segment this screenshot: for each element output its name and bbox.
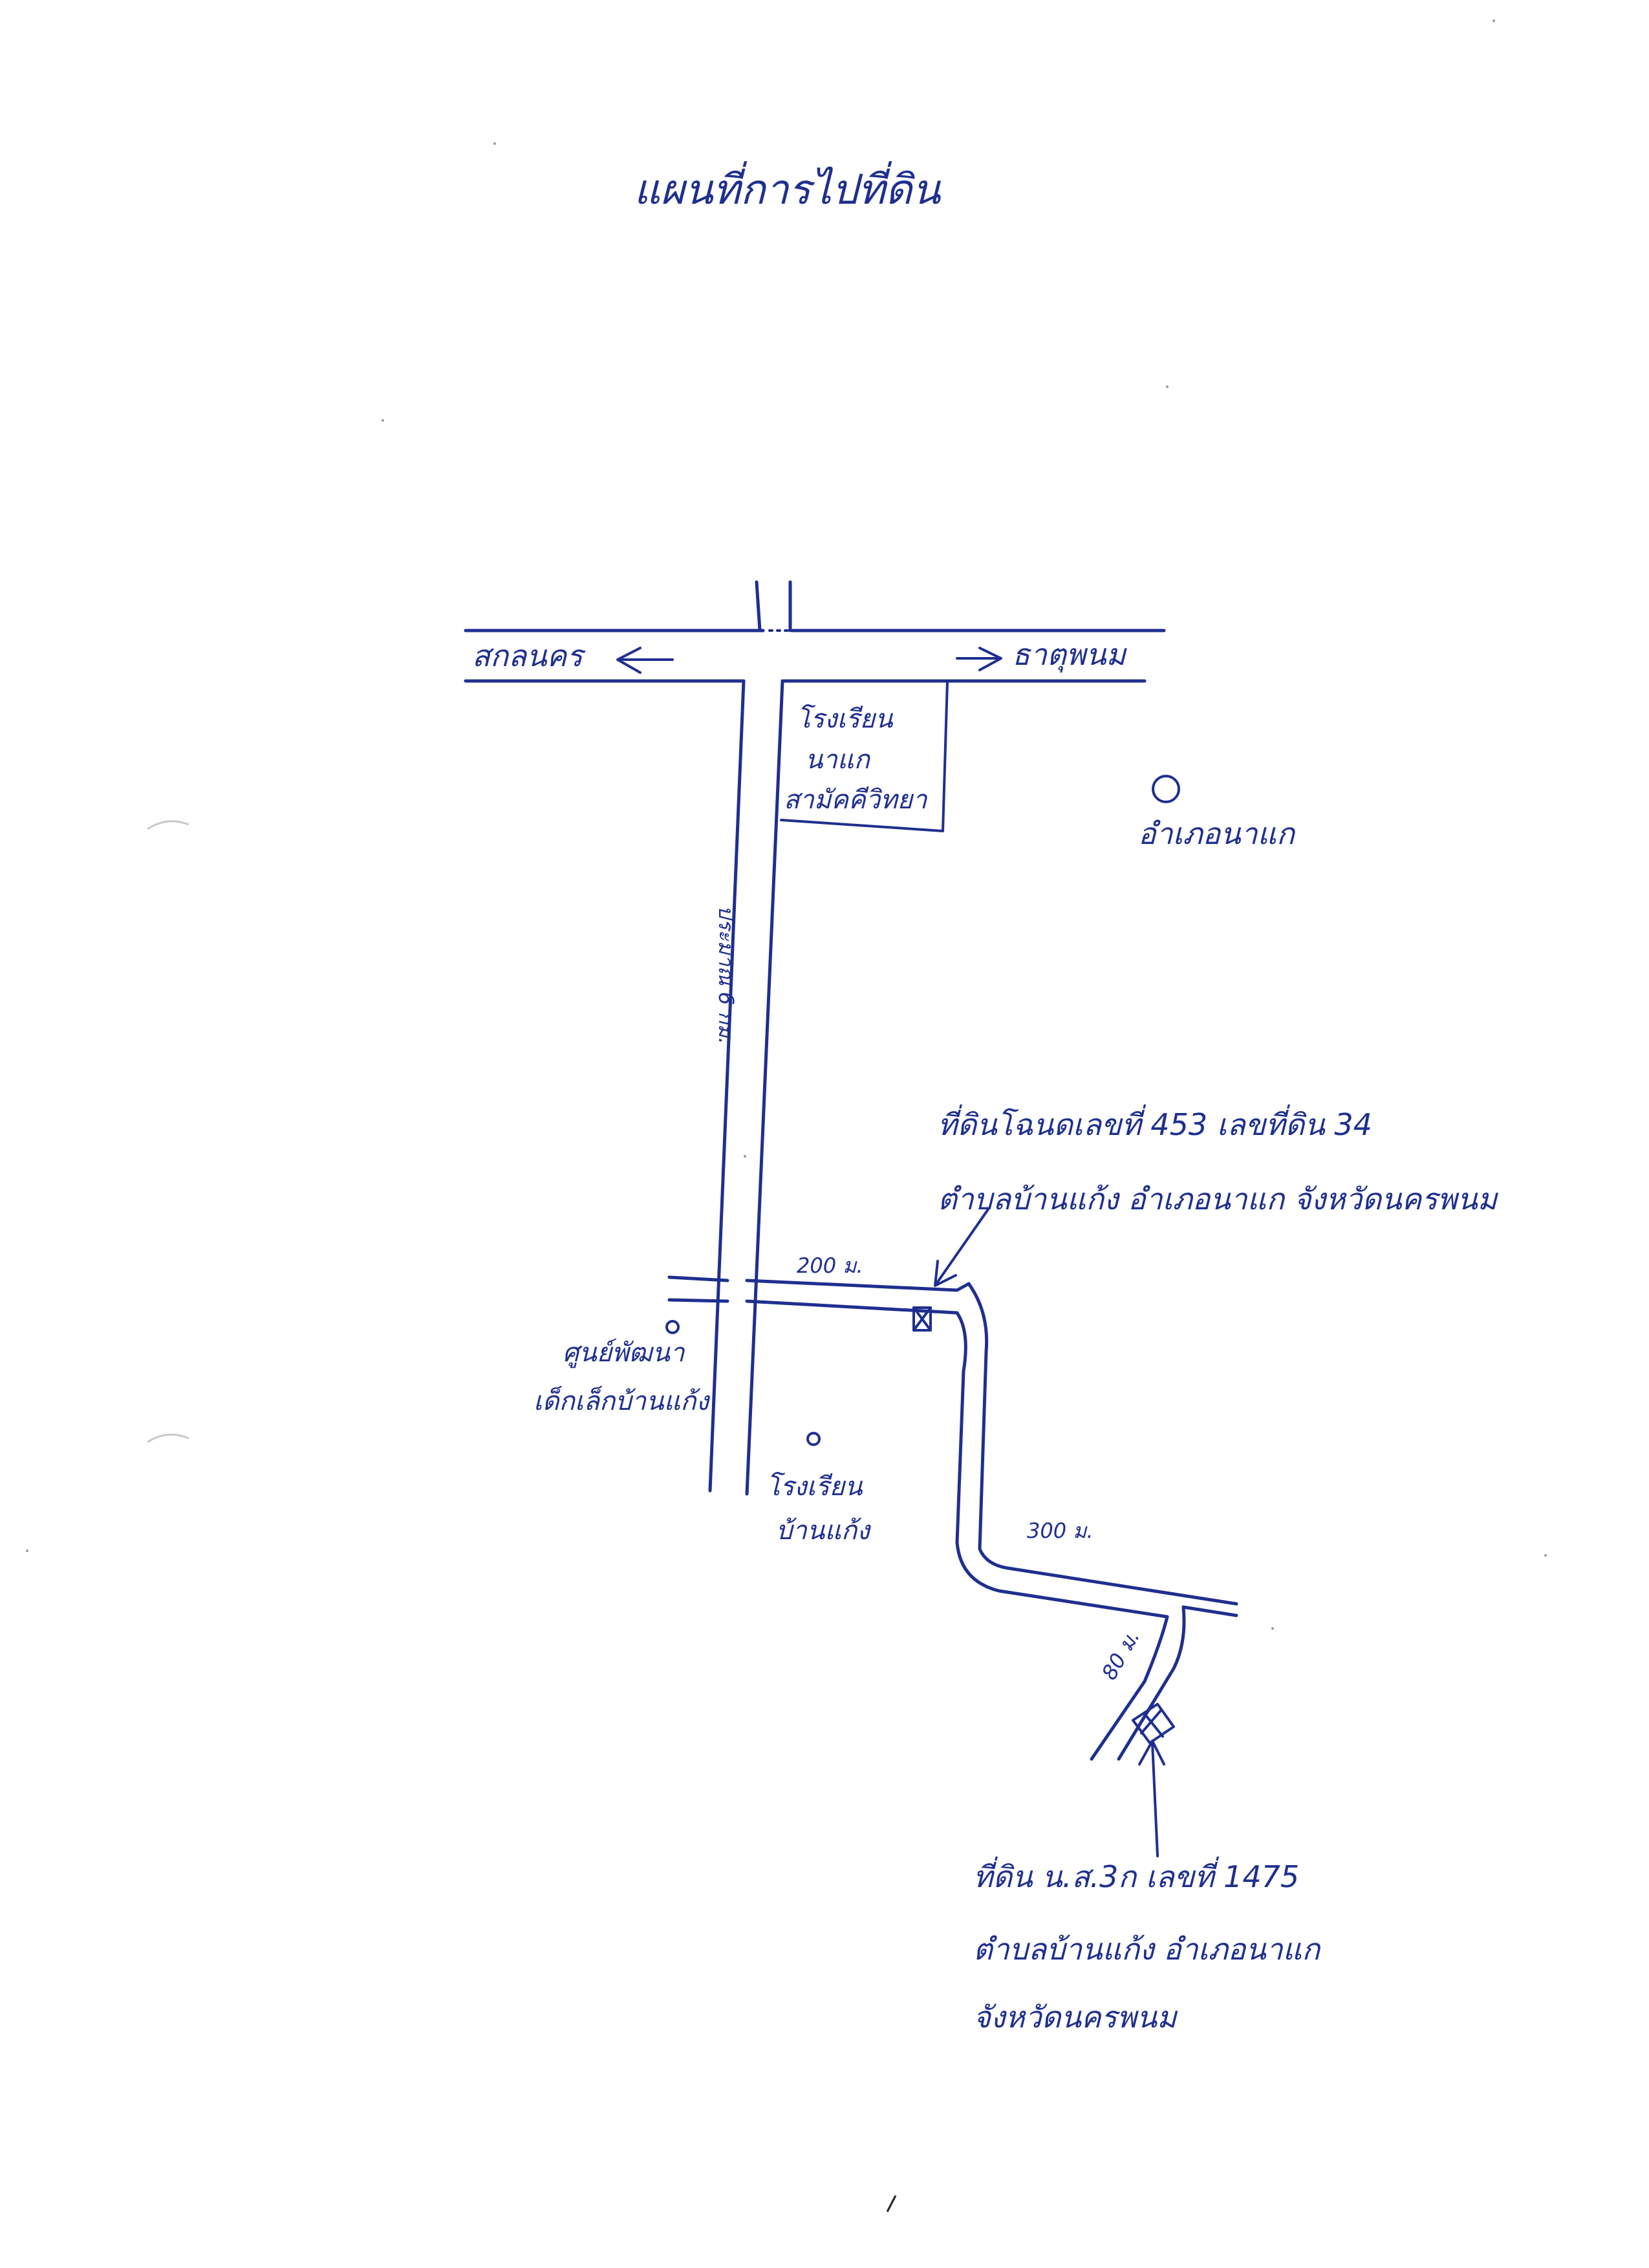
right-direction-label: ธาตุพนม xyxy=(1012,637,1128,673)
child-center-label-1: ศูนย์พัฒนา xyxy=(563,1338,685,1368)
side-road-top-edge xyxy=(745,1279,971,1292)
arrow-right-icon xyxy=(956,647,1002,671)
left-direction-label: สกลนคร xyxy=(472,638,586,673)
school-top-label-3: สามัคคีวิทยา xyxy=(784,785,928,815)
map-title: แผนที่การไปที่ดิน xyxy=(634,161,942,214)
main-road-distance: ประมาณ 6 กม. xyxy=(714,905,738,1044)
distance-200: 200 ม. xyxy=(797,1253,863,1278)
winding-road-inner-end xyxy=(1181,1605,1238,1617)
school-bottom-marker xyxy=(806,1432,821,1446)
plot-1-arrow-icon xyxy=(934,1208,989,1287)
school-top-label-2: นาแก xyxy=(805,745,871,775)
side-road-bottom-edge xyxy=(745,1299,959,1315)
plot-2-line-2: ตำบลบ้านแก้ง อำเภอนาแก xyxy=(973,1932,1321,1967)
main-road-left-edge xyxy=(708,679,746,1493)
distance-80: 80 ม. xyxy=(1097,1626,1145,1684)
plot-1-marker xyxy=(912,1306,932,1332)
school-top-label-1: โรงเรียน xyxy=(797,704,894,734)
side-road-west-bottom xyxy=(667,1298,729,1303)
scan-artifacts xyxy=(26,19,1547,2212)
district-label: อำเภอนาแก xyxy=(1138,816,1296,851)
main-road-right-edge xyxy=(745,679,784,1496)
plot-2-line-1: ที่ดิน น.ส.3ก เลขที่ 1475 xyxy=(973,1856,1299,1894)
district-office-marker xyxy=(1152,775,1180,803)
plot-2-marker xyxy=(1132,1703,1175,1744)
side-road-west-top xyxy=(667,1275,729,1282)
school-bottom-label-1: โรงเรียน xyxy=(766,1471,863,1502)
winding-road-outer xyxy=(967,1282,1238,1606)
arrow-left-icon xyxy=(616,647,674,674)
plot-1-line-2: ตำบลบ้านแก้ง อำเภอนาแก จังหวัดนครพนม xyxy=(938,1182,1499,1216)
spur-road-right xyxy=(1117,1605,1186,1761)
plot-2-line-3: จังหวัดนครพนม xyxy=(973,2000,1178,2035)
spur-road-left xyxy=(1090,1615,1169,1761)
north-road-left xyxy=(755,580,762,632)
plot-2-arrow-icon xyxy=(1138,1740,1165,1857)
distance-300: 300 ม. xyxy=(1027,1518,1094,1543)
plot-1-line-1: ที่ดินโฉนดเลขที่ 453 เลขที่ดิน 34 xyxy=(938,1104,1372,1142)
child-center-label-2: เด็กเล็กบ้านแก้ง xyxy=(534,1386,710,1416)
school-top-box xyxy=(780,680,949,832)
child-center-marker xyxy=(665,1320,680,1334)
winding-road-inner xyxy=(955,1311,1169,1619)
school-bottom-label-2: บ้านแก้ง xyxy=(776,1516,871,1546)
